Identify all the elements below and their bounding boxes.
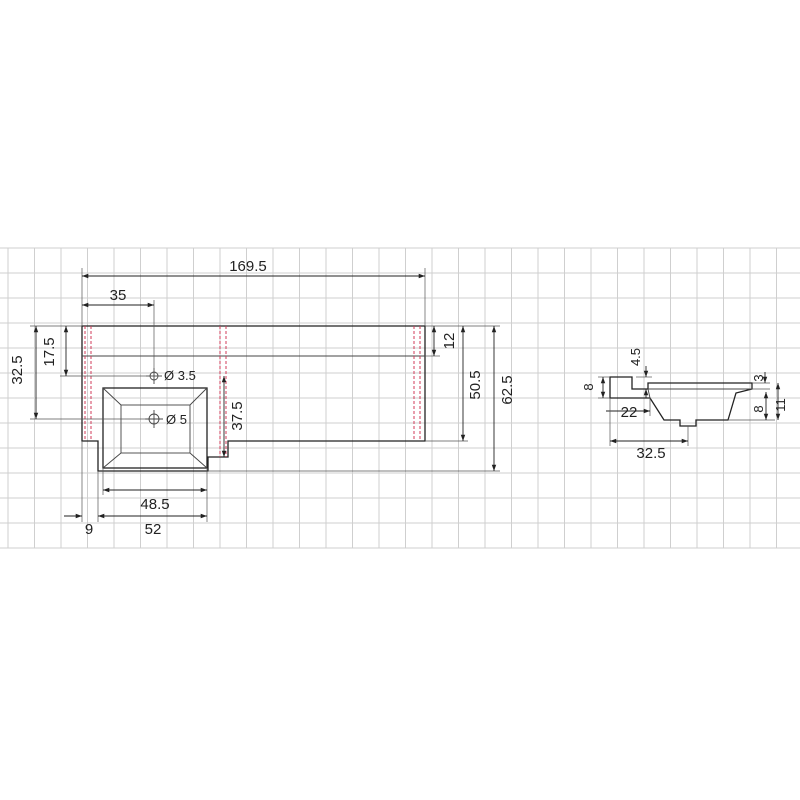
dim-basin-depth: 37.5 <box>229 401 246 430</box>
tap-hole-label: Ø 3.5 <box>164 368 196 383</box>
tap-hole <box>146 368 162 384</box>
dim-back-rim: 12 <box>441 333 458 350</box>
basin-slope <box>189 387 208 406</box>
dim-tap-offset: 35 <box>110 287 127 304</box>
basin-slope <box>102 387 122 406</box>
basin-inner <box>120 404 191 454</box>
dim-depth-left-inner: 17.5 <box>41 337 58 366</box>
dim-total-depth: 62.5 <box>499 375 516 404</box>
basin-outer <box>102 387 208 469</box>
countertop-outline <box>81 325 426 472</box>
background-grid <box>0 247 800 549</box>
dim-depth-right: 50.5 <box>467 370 484 399</box>
basin-slope <box>189 452 208 469</box>
dim-depth-left-outer: 32.5 <box>9 355 26 384</box>
dim-basin-width: 48.5 <box>140 496 169 513</box>
drain-hole <box>145 410 163 428</box>
side-view: 4.5 8 3 8 11 22 32.5 <box>581 348 788 462</box>
basin-slope <box>102 452 122 469</box>
dim-side-bowl: 8 <box>751 405 766 412</box>
dim-side-depth: 32.5 <box>636 445 665 462</box>
dim-side-inner: 22 <box>621 404 638 421</box>
top-view: Ø 3.5 Ø 5 169.5 35 32.5 17.5 37.5 <box>9 258 516 538</box>
dim-total-length: 169.5 <box>229 258 267 275</box>
dim-side-rim: 3 <box>751 374 766 381</box>
drain-hole-label: Ø 5 <box>166 412 187 427</box>
dim-side-total: 11 <box>773 398 788 412</box>
dim-left-margin: 9 <box>85 521 93 538</box>
dim-side-left: 8 <box>581 383 596 390</box>
dim-side-top: 4.5 <box>628 348 643 366</box>
dim-basin-outer: 52 <box>145 521 162 538</box>
